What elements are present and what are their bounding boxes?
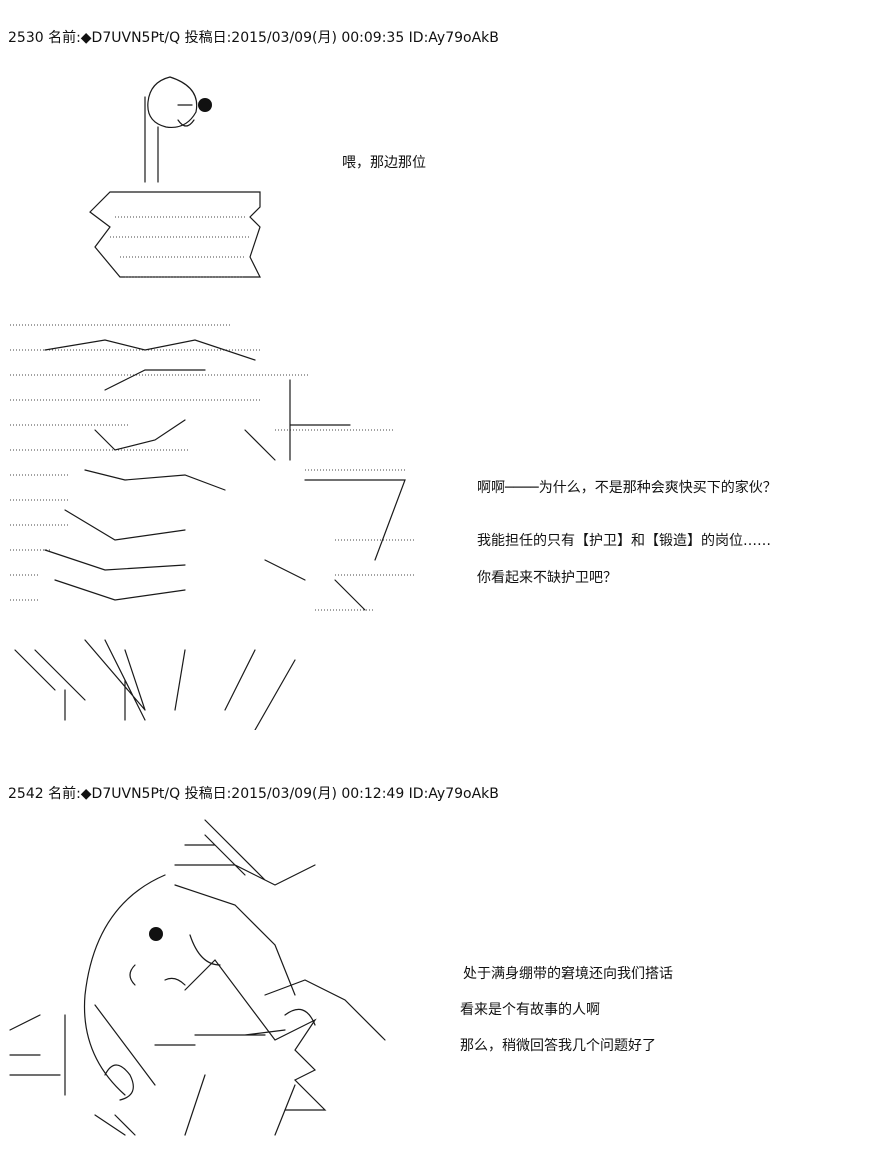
dialogue-line: 处于满身绷带的窘境还向我们搭话 [463,966,673,982]
dialogue-line: 看来是个有故事的人啊 [460,1002,600,1018]
dialogue-line: 那么，稍微回答我几个问题好了 [460,1038,656,1054]
ascii-art-bandaged-figure [5,815,395,1145]
ascii-art-thumbs-up-figure [50,72,280,297]
dialogue-line: 啊啊────为什么，不是那种会爽快买下的家伙？ [477,480,777,496]
dialogue-line: 你看起来不缺护卫吧？ [477,570,617,586]
ascii-art-armored-figure [5,310,415,730]
dialogue-line: 我能担任的只有【护卫】和【锻造】的岗位…… [477,533,771,549]
post-header: 2530 名前:◆D7UVN5Pt/Q 投稿日:2015/03/09(月) 00… [8,30,499,46]
post-header: 2542 名前:◆D7UVN5Pt/Q 投稿日:2015/03/09(月) 00… [8,786,499,802]
dialogue-line: 喂，那边那位 [342,155,426,171]
